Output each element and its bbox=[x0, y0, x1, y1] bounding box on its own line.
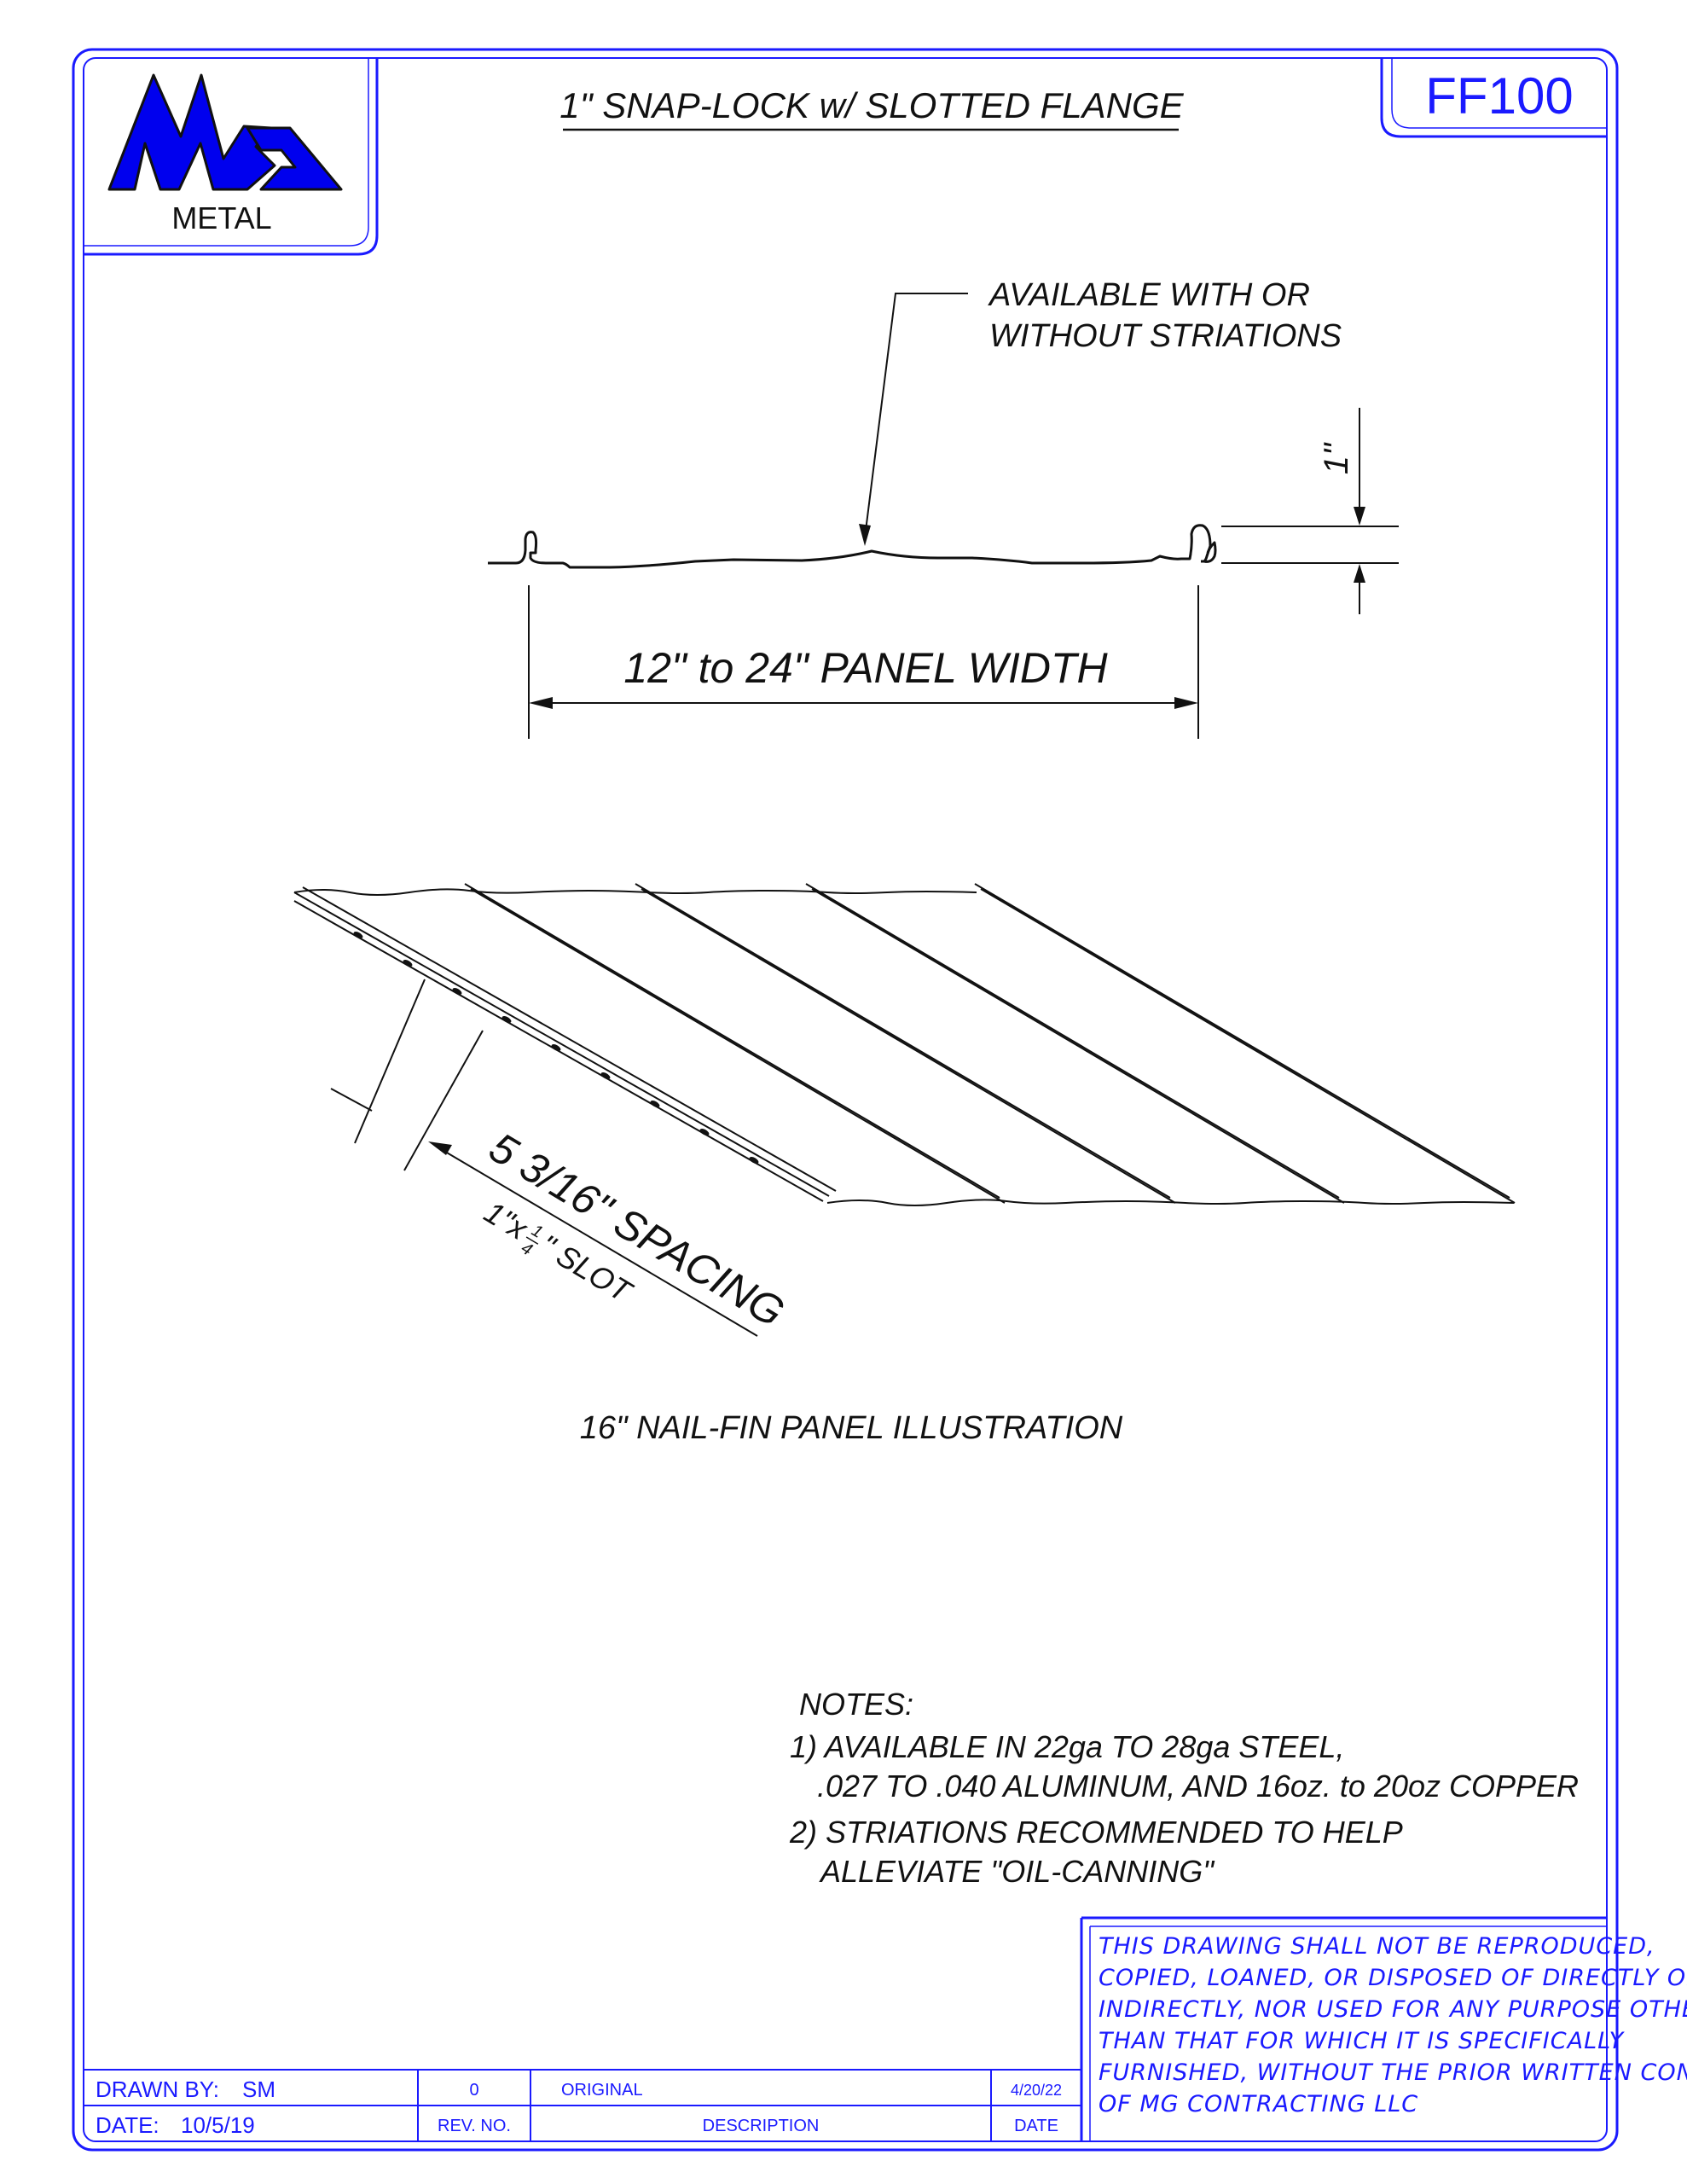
height-arrow-top-icon bbox=[1354, 507, 1365, 526]
spacing-dimension bbox=[330, 979, 758, 1337]
rev-no-value: 0 bbox=[469, 2081, 478, 2100]
description-label: DESCRIPTION bbox=[703, 2117, 820, 2135]
height-label: 1" bbox=[1318, 442, 1355, 474]
spacing-label: 5 3/16" SPACING bbox=[481, 1123, 792, 1336]
title-block bbox=[84, 2069, 1081, 2141]
panel-profile bbox=[488, 524, 1217, 569]
date-value: 10/5/19 bbox=[181, 2112, 255, 2138]
panel-width-label: 12" to 24" PANEL WIDTH bbox=[623, 644, 1108, 692]
description-value: ORIGINAL bbox=[561, 2081, 643, 2100]
sheet-border bbox=[72, 48, 1619, 2152]
height-dimension bbox=[1221, 408, 1399, 614]
rev-date-label: DATE bbox=[1014, 2117, 1058, 2135]
width-dimension bbox=[528, 585, 1199, 739]
slot-label-fraction-den: 4 bbox=[518, 1239, 536, 1260]
note-1-line1: 1) AVAILABLE IN 22ga TO 28ga STEEL, bbox=[790, 1729, 1344, 1764]
illustration-caption: 16" NAIL-FIN PANEL ILLUSTRATION bbox=[580, 1410, 1123, 1446]
note-2-line1: 2) STRIATIONS RECOMMENDED TO HELP bbox=[789, 1815, 1403, 1850]
rev-date-value: 4/20/22 bbox=[1011, 2082, 1062, 2099]
height-arrow-bottom-icon bbox=[1354, 564, 1365, 583]
width-arrow-right-icon bbox=[1174, 697, 1198, 709]
logo-text: METAL bbox=[171, 200, 271, 235]
striation-callout-line2: WITHOUT STRIATIONS bbox=[989, 318, 1342, 354]
panel-illustration bbox=[293, 883, 1516, 1206]
rev-no-label: REV. NO. bbox=[438, 2117, 511, 2135]
width-arrow-left-icon bbox=[529, 697, 553, 709]
disclaimer-line-1: THIS DRAWING SHALL NOT BE REPRODUCED, bbox=[1099, 1933, 1655, 1960]
disclaimer-box bbox=[1080, 1916, 1607, 2141]
title-block-text: DRAWN BY: SM DATE: 10/5/19 0 REV. NO. OR… bbox=[96, 2077, 1062, 2138]
disclaimer-line-2: COPIED, LOANED, OR DISPOSED OF DIRECTLY … bbox=[1099, 1965, 1687, 1991]
disclaimer-line-4: THAN THAT FOR WHICH IT IS SPECIFICALLY bbox=[1099, 2028, 1626, 2054]
notes-heading: NOTES: bbox=[799, 1687, 913, 1722]
striation-callout-line1: AVAILABLE WITH OR bbox=[988, 277, 1310, 313]
drawing-number-box: FF100 bbox=[1380, 58, 1607, 138]
logo-box: METAL bbox=[84, 58, 379, 256]
disclaimer-text: THIS DRAWING SHALL NOT BE REPRODUCED, CO… bbox=[1099, 1933, 1687, 2117]
slot-label-fraction-num: 1 bbox=[528, 1221, 546, 1242]
disclaimer-line-5: FURNISHED, WITHOUT THE PRIOR WRITTEN CON… bbox=[1099, 2059, 1687, 2086]
disclaimer-line-3: INDIRECTLY, NOR USED FOR ANY PURPOSE OTH… bbox=[1099, 1996, 1687, 2023]
mg-logo-icon bbox=[107, 73, 343, 191]
drawing-title: 1" SNAP-LOCK w/ SLOTTED FLANGE bbox=[559, 85, 1184, 125]
drawing-number: FF100 bbox=[1425, 67, 1573, 125]
slot-holes bbox=[353, 932, 759, 1164]
drawn-by-value: SM bbox=[242, 2077, 275, 2102]
spacing-arrow-icon bbox=[428, 1141, 452, 1155]
date-label: DATE: bbox=[96, 2112, 159, 2138]
notes: NOTES: 1) AVAILABLE IN 22ga TO 28ga STEE… bbox=[789, 1687, 1579, 1889]
note-2-line2: ALLEVIATE "OIL-CANNING" bbox=[819, 1854, 1215, 1889]
striation-callout-leader bbox=[859, 293, 968, 546]
note-1-line2: .027 TO .040 ALUMINUM, AND 16oz. to 20oz… bbox=[817, 1769, 1579, 1804]
drawn-by-label: DRAWN BY: bbox=[96, 2077, 219, 2102]
disclaimer-line-6: OF MG CONTRACTING LLC bbox=[1099, 2091, 1418, 2117]
